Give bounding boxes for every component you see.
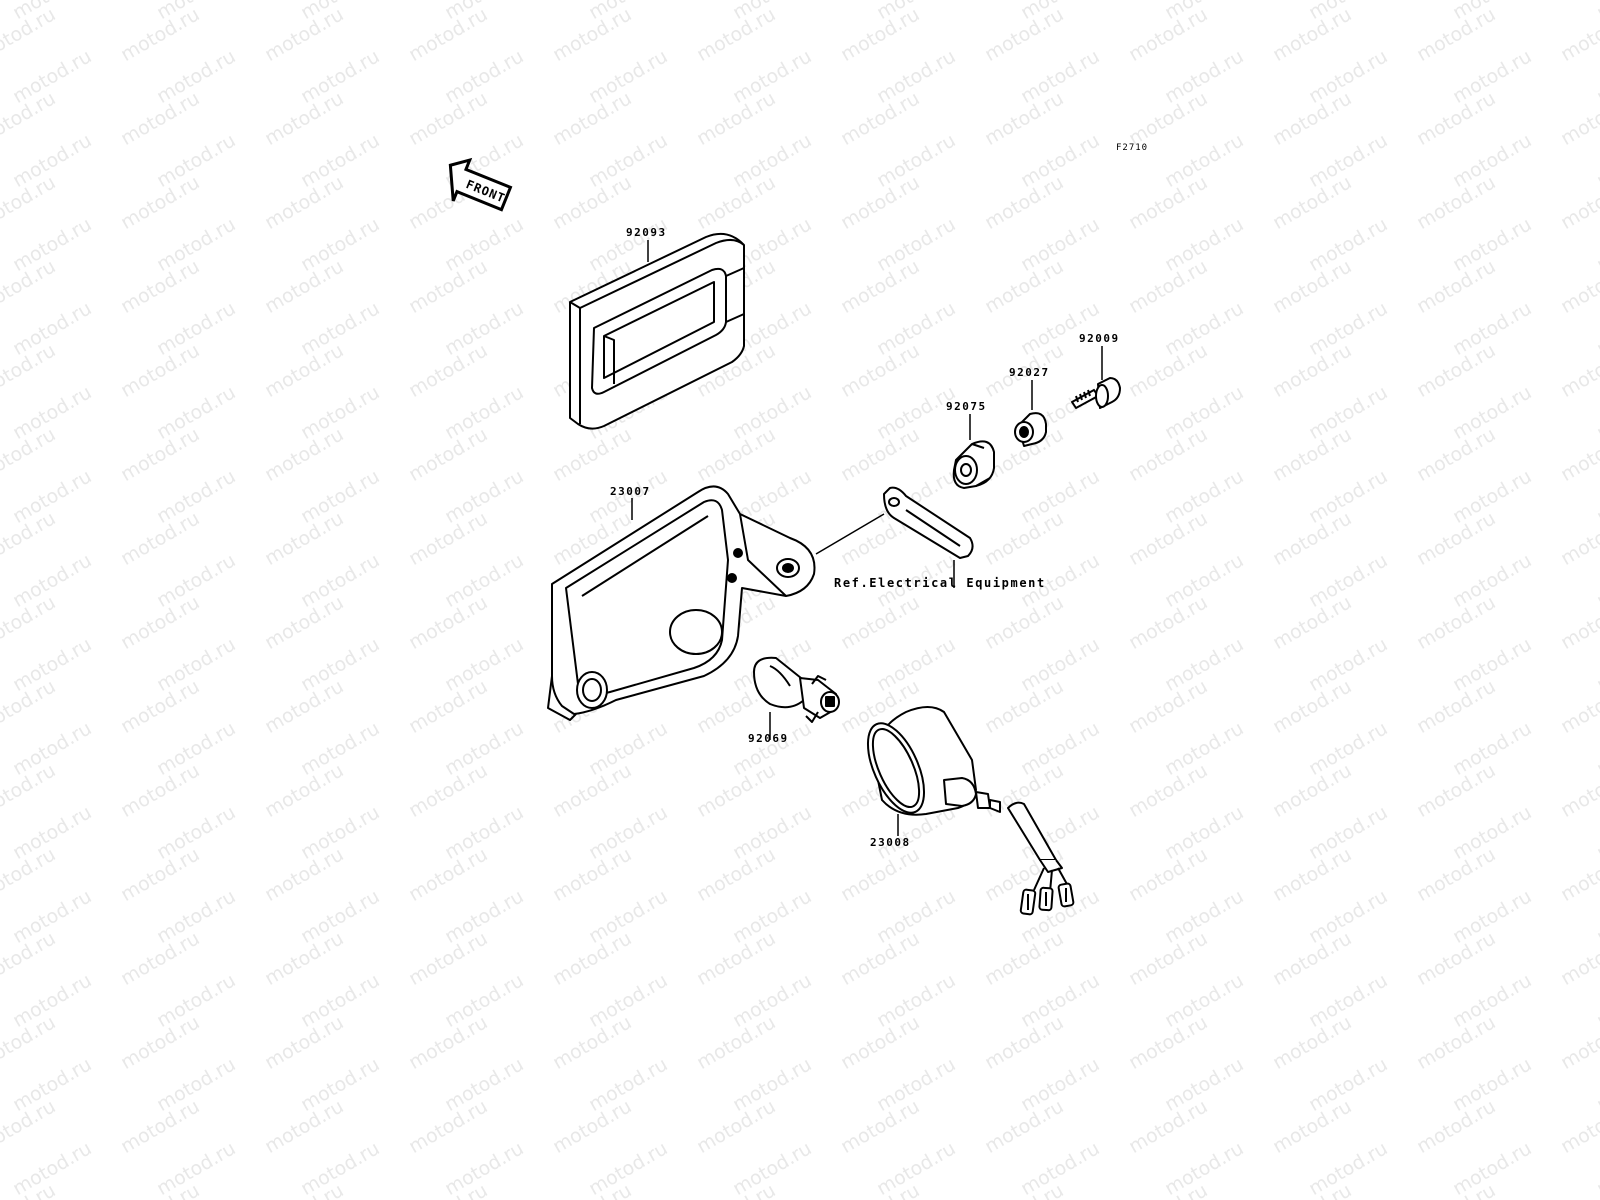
bulb-drawing [753, 656, 840, 723]
part-number-collar: 92027 [1009, 366, 1050, 379]
headlight-housing-drawing [547, 485, 816, 721]
part-number-gasket: 92093 [626, 226, 667, 239]
bolt-drawing [1071, 377, 1121, 409]
part-number-grommet: 92075 [946, 400, 987, 413]
figure-code: F2710 [1116, 143, 1148, 153]
part-number-bulb: 92069 [748, 732, 789, 745]
grommet-drawing [952, 440, 995, 489]
sealed-beam-unit-drawing [866, 706, 1075, 916]
front-arrow-icon: FRONT [448, 157, 513, 212]
part-number-sealed-beam-unit: 23008 [870, 836, 911, 849]
reference-note: Ref.Electrical Equipment [834, 576, 1046, 590]
part-number-bolt: 92009 [1079, 332, 1120, 345]
part-number-headlight-housing: 23007 [610, 485, 651, 498]
mounting-bracket-drawing [883, 486, 974, 559]
gasket-drawing [569, 232, 745, 430]
collar-drawing [1014, 412, 1047, 447]
